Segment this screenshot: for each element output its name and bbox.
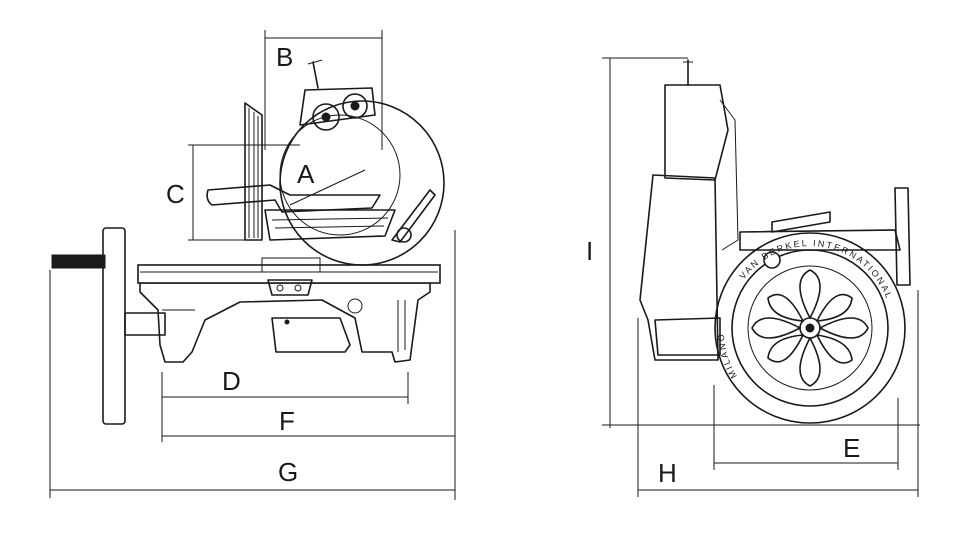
wheel-hub-right [350,101,360,111]
blade [279,100,445,266]
side-lever [894,187,911,286]
spoke-3 [799,337,821,387]
front-base [139,282,431,363]
spoke-6 [816,334,853,364]
lever-knob [396,227,412,243]
front-view-slicer [51,59,445,425]
sharpener-rod [312,61,319,89]
side-flywheel-ring [747,265,873,391]
label-d: D [222,366,241,396]
side-base [654,317,721,356]
flywheel-front [102,227,126,425]
front-rail [137,264,441,284]
blade-inner [279,114,401,236]
guard-plate [244,102,263,241]
pusher-ridges [271,217,389,229]
side-flywheel-knob [763,251,781,269]
spoke-7 [767,334,804,363]
guard-teeth [248,108,259,238]
spoke-5 [816,293,853,322]
base-detail-line [162,300,406,352]
label-a: A [297,159,315,189]
label-c: C [166,179,185,209]
front-carriage [271,317,351,353]
label-f: F [279,406,295,436]
bracket-hole-2 [294,284,302,292]
rail-gauge [261,257,321,273]
side-flywheel-inner [731,249,889,407]
base-knob [347,298,363,314]
carriage-bracket [267,279,313,296]
label-g: G [278,457,298,487]
spoke-4 [751,317,801,339]
carriage-handle [206,184,381,213]
sharpener-housing [299,87,376,126]
spoke-2 [819,317,869,339]
dimension-labels: B A C D F G I E H [166,42,860,488]
side-rail [739,229,901,251]
food-pusher [264,209,396,241]
label-e: E [843,433,860,463]
wheel-hub-left [321,112,331,122]
spoke-8 [767,293,804,322]
spoke-1 [799,269,821,319]
label-h: H [658,458,677,488]
sharpener-wheel-left [312,103,340,131]
label-b: B [276,42,293,72]
sharpener-rod-cap [307,59,323,65]
side-view-slicer: VAN BERKEL INTERNATIONAL MILANO [639,59,911,424]
side-body [639,174,719,361]
crank-handle [51,254,106,269]
side-column [664,84,729,181]
side-handle [771,211,831,233]
bracket-hole-1 [276,284,284,292]
thickness-lever [391,189,436,243]
dimension-lines [49,30,920,500]
side-flywheel-rim [714,232,906,424]
flywheel-axle [124,312,166,336]
label-i: I [586,236,593,266]
side-hub-center [805,323,815,333]
blade-radius-line [289,169,366,206]
base-screw [284,319,290,325]
side-blade-edge [719,99,739,251]
